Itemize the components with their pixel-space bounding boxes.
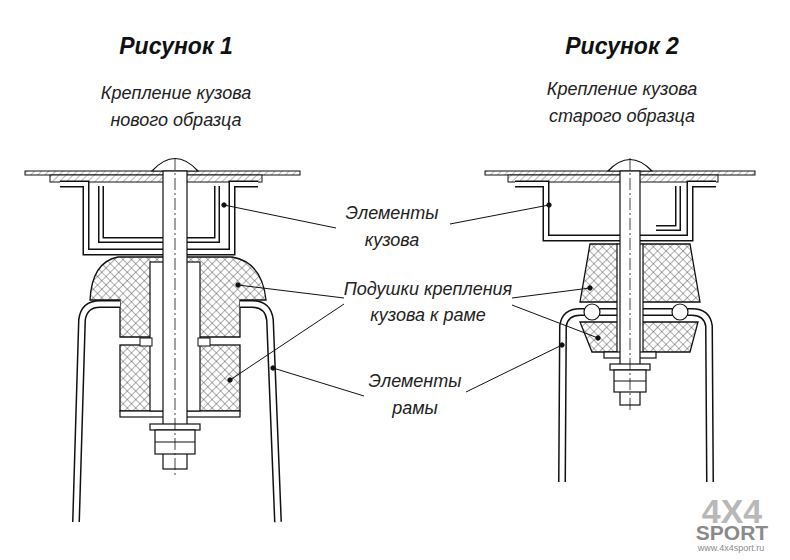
frame-wall-core [642, 312, 710, 482]
leader-line [224, 205, 336, 228]
leader-dot [236, 283, 240, 287]
body-channel [515, 184, 716, 238]
frame-wall [76, 304, 120, 522]
figure-title: Рисунок 1 [66, 32, 286, 60]
spring-clip [584, 304, 600, 320]
body-channel [60, 184, 258, 252]
leader-line [512, 288, 590, 298]
figure-old-mount [485, 158, 755, 482]
leader-line [238, 285, 344, 298]
lower-pad [642, 322, 698, 352]
figure-subtitle: Крепление кузова нового образца [81, 80, 271, 134]
leader-dot [560, 343, 564, 347]
leader-dot [228, 378, 232, 382]
leader-dot [588, 286, 592, 290]
part-label: Элементы кузова [342, 200, 442, 254]
body-inner-bracket [101, 186, 217, 240]
part-label: Элементы рамы [365, 368, 465, 422]
part-label: Подушки крепления кузова к раме [338, 276, 518, 328]
frame-wall [562, 312, 618, 482]
body-inner-bracket [656, 186, 678, 228]
spacer [198, 338, 210, 346]
leader-dot [271, 366, 275, 370]
leader-line [273, 368, 364, 396]
lower-pad [580, 322, 618, 352]
leader-dot [596, 336, 600, 340]
leader-line [450, 205, 549, 224]
leader-dot [222, 203, 226, 207]
frame-wall [240, 304, 278, 522]
spacer [140, 338, 152, 346]
upper-pad [642, 244, 700, 302]
watermark: SPORT [682, 522, 782, 544]
leader-line [512, 305, 598, 338]
figure-title: Рисунок 2 [512, 32, 732, 60]
leader-line [230, 304, 344, 380]
body-inner-bracket-core [101, 186, 217, 240]
frame-wall-core [562, 312, 618, 482]
spring-clip [672, 304, 688, 320]
body-channel-inner [60, 184, 258, 252]
upper-pad [580, 244, 618, 302]
leader-dot [547, 203, 551, 207]
body-channel-inner [515, 184, 716, 238]
watermark-url: www.4x4sport.ru [676, 543, 786, 554]
frame-wall [642, 312, 710, 482]
leader-line [466, 345, 562, 392]
figure-subtitle: Крепление кузова старого образца [527, 76, 717, 130]
body-inner-bracket-core [656, 186, 678, 228]
axis-line [175, 158, 176, 478]
axis-line [630, 158, 631, 412]
frame-wall-core [76, 304, 120, 522]
frame-wall-core [240, 304, 278, 522]
